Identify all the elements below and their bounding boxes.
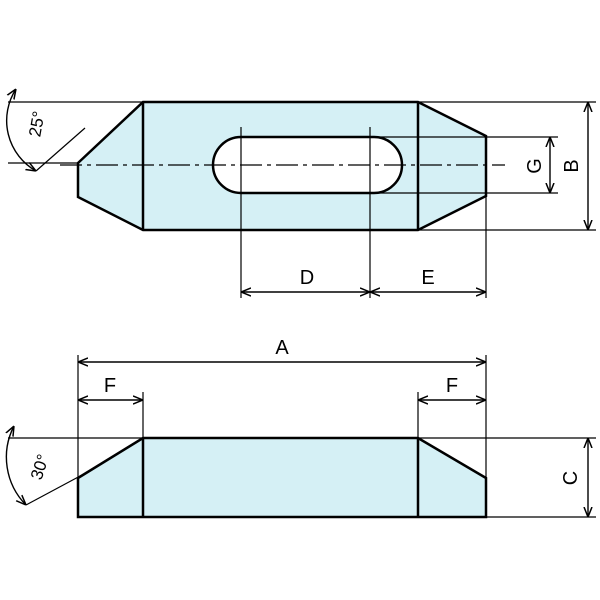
angle-label-bottom: 30° [27,452,53,482]
label-A: A [275,337,289,359]
side-view-body [76,436,488,519]
label-G: G [524,158,546,174]
angle-arc-bottom [6,426,26,505]
label-D: D [300,267,314,289]
angle-arc-top [5,89,36,171]
top-view: D E B G 25° [5,89,596,298]
label-C: C [560,471,582,485]
label-F-left: F [104,375,116,397]
angle-leader-bottom [25,474,83,506]
label-E: E [421,267,434,289]
side-view: A F F C 30° [6,337,596,519]
angle-label-top: 25° [25,110,48,139]
label-B: B [561,159,583,172]
label-F-right: F [446,375,458,397]
angle-leader-top [35,127,86,172]
